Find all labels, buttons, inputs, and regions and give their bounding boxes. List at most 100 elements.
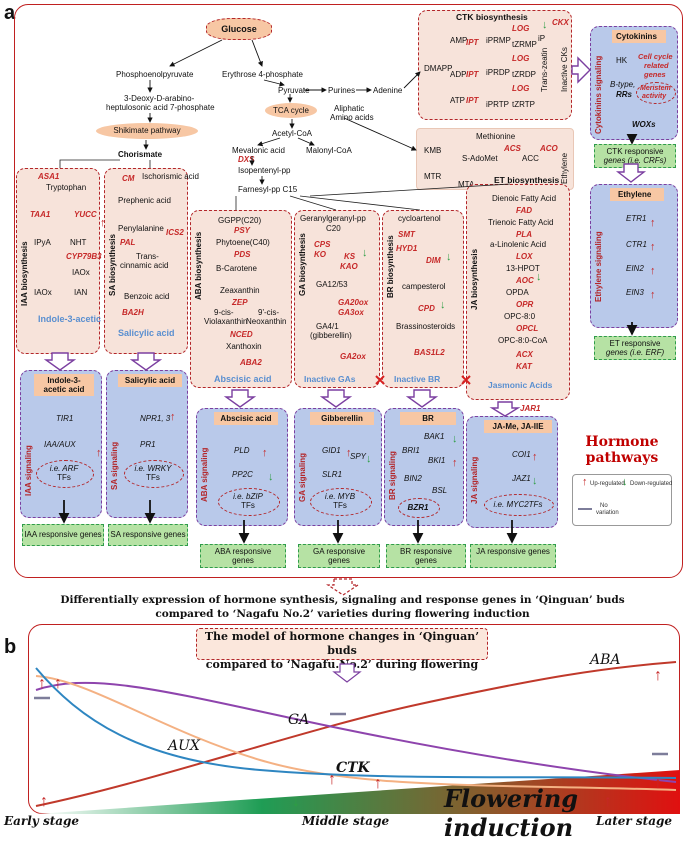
ctk-title: CTK biosynthesis (456, 12, 528, 22)
svg-text:↑: ↑ (96, 447, 102, 459)
et-sig-head: Ethylene (618, 190, 652, 199)
ga-cps: CPS (314, 240, 331, 249)
iaa-tir1: TIR1 (56, 414, 74, 423)
ga-gib: (gibberellin) (310, 331, 352, 340)
br-hyd1: HYD1 (396, 244, 418, 253)
hormone-title-2: pathways (585, 450, 659, 466)
aba-xanthoxin: Xanthoxin (226, 342, 262, 351)
aba-sig-head-bg (214, 412, 278, 425)
legend-up-label: Up-regulated (590, 481, 625, 487)
ck-hk: HK (616, 56, 628, 65)
model-caption-box: The model of hormone changes in ‘Qinguan… (196, 628, 488, 671)
pep-label: Phosphoenolpyruvate (116, 70, 194, 79)
legend-box (572, 474, 672, 526)
ctk-tzrdp: tZRDP (512, 70, 536, 79)
svg-text:↑: ↑ (100, 217, 106, 229)
ja-biosynthesis-box (466, 184, 570, 400)
shikimate-node: Shikimate pathway (96, 123, 198, 139)
model-down-arrow-icon (332, 663, 362, 683)
svg-text:↑: ↑ (38, 675, 46, 692)
ck-head: Cytokinins (616, 32, 657, 41)
aba-pld: PLD (234, 446, 250, 455)
br-cpd: CPD (418, 304, 435, 313)
svg-text:↑: ↑ (650, 241, 656, 253)
aba-curve-label: ABA (590, 652, 621, 668)
tca-node: TCA cycle (265, 103, 317, 118)
et-aco: ACO (540, 144, 558, 153)
ja-lox: LOX (516, 252, 533, 261)
ga-slr1: SLR1 (322, 470, 343, 479)
ga-product: Inactive GAs (304, 374, 356, 384)
ja-tf: i.e. MYC2TFs (493, 500, 543, 509)
svg-text:↓: ↓ (452, 433, 458, 445)
aba-pds: PDS (234, 250, 251, 259)
et-etr1: ETR1 (626, 214, 647, 223)
ja-dienoic: Dienoic Fatty Acid (492, 194, 557, 203)
sa-isochorismic: Ischorismic acid (142, 172, 199, 181)
sa-biosynthesis-box (104, 168, 188, 354)
ga-kao: KAO (340, 262, 358, 271)
svg-text:↑: ↑ (328, 771, 336, 788)
br-bri1: BRI1 (402, 446, 420, 455)
ga-spy: SPY (350, 452, 367, 461)
aux-curve-label: AUX (168, 738, 200, 754)
ctk-adp: ADP (450, 70, 467, 79)
aba-neo-1: 9'-cis- (258, 308, 280, 317)
chorismate-label: Chorismate (118, 150, 163, 159)
fpp-label: Farnesyl-pp C15 (238, 185, 298, 194)
et-responsive-genes: ET responsive genes (i.e. ERF) (594, 336, 676, 360)
caption-line-2: compared to ‘Nagafu No.2’ varieties duri… (155, 608, 530, 620)
br-bzr1-ellipse (398, 498, 440, 518)
ja-jaz1: JAZ1 (512, 474, 531, 483)
sa-ics2: ICS2 (166, 228, 184, 237)
br-sig-head-bg (400, 412, 456, 425)
aba-responsive-genes: ABA responsive genes (200, 544, 286, 568)
panel-a-connectors: ↑ ↑ ↑ ↑ ↓ ↑ ↓ ↓ ↑ ↑ ↓ ↑ ↑ ↑ ↑ ↓ ↓ ↓ ↓ ↓ (43, 19, 656, 544)
br-sig-head: BR (422, 414, 434, 423)
ja-resp-text: JA responsive genes (476, 547, 550, 556)
ja-aoc: AOC (516, 276, 534, 285)
aba-viol-2: Violaxanthin (204, 317, 248, 326)
ja-opr: OPR (516, 300, 534, 309)
ga-tf-1: i.e. MYB (324, 492, 356, 501)
et-kmb: KMB (424, 146, 442, 155)
panel-a-frame (14, 4, 683, 578)
et-methionine: Methionine (476, 132, 516, 141)
aba-sig-head: Abscisic acid (220, 414, 272, 423)
iaa-tf-ellipse (36, 460, 94, 488)
hormone-curves: ↑ ↑ ↑ ↓ ↑ ↑ ↑ ↑ ↑ (34, 661, 680, 814)
sa-cinnamic-1: Trans- (136, 252, 159, 261)
middle-stage-label: Middle stage (302, 814, 390, 828)
br-product: Inactive BR (394, 374, 441, 384)
svg-text:↑: ↑ (262, 447, 268, 459)
flowering-induction-label: Flowering induction (444, 784, 579, 842)
sa-cinnamic-2: cinnamic acid (120, 261, 169, 270)
et-ctr1: CTR1 (626, 240, 647, 249)
aba-viol-1: 9-cis- (214, 308, 234, 317)
br-bsl: BSL (432, 486, 448, 495)
br-responsive-genes: BR responsive genes (386, 544, 466, 568)
et-mta: MTA (458, 180, 475, 189)
svg-text:↑: ↑ (40, 793, 48, 810)
ck-meristem-2: activity (642, 93, 667, 100)
iaa-sig-head-bg (34, 374, 94, 396)
svg-text:↑: ↑ (452, 457, 458, 469)
center-down-arrow-icon (326, 578, 360, 596)
ck-resp-line-2: genes (i.e. CRFs) (603, 156, 667, 165)
svg-text:↓: ↓ (536, 271, 542, 283)
et-ein3: EIN3 (626, 288, 644, 297)
ga-ga1253: GA12/53 (316, 280, 348, 289)
br-bzr1: BZR1 (407, 503, 429, 512)
svg-text:↑: ↑ (346, 447, 352, 459)
ja-responsive-genes: JA responsive genes (470, 544, 556, 568)
ja-tf-ellipse (484, 494, 554, 516)
ctk-biosynthesis-box (418, 10, 572, 120)
model-line-1: The model of hormone changes in ‘Qinguan… (204, 630, 480, 657)
ga-ga2ox: GA2ox (340, 352, 366, 361)
sa-cm: CM (122, 174, 135, 183)
sa-npr: NPR1, 3 (140, 414, 171, 423)
ja-linolenic: a-Linolenic Acid (490, 240, 547, 249)
legend-up-arrow-icon: ↑ (582, 476, 588, 488)
aba-tf-1: i.e. bZIP (233, 492, 263, 501)
aba-carotene: B-Carotene (216, 264, 257, 273)
